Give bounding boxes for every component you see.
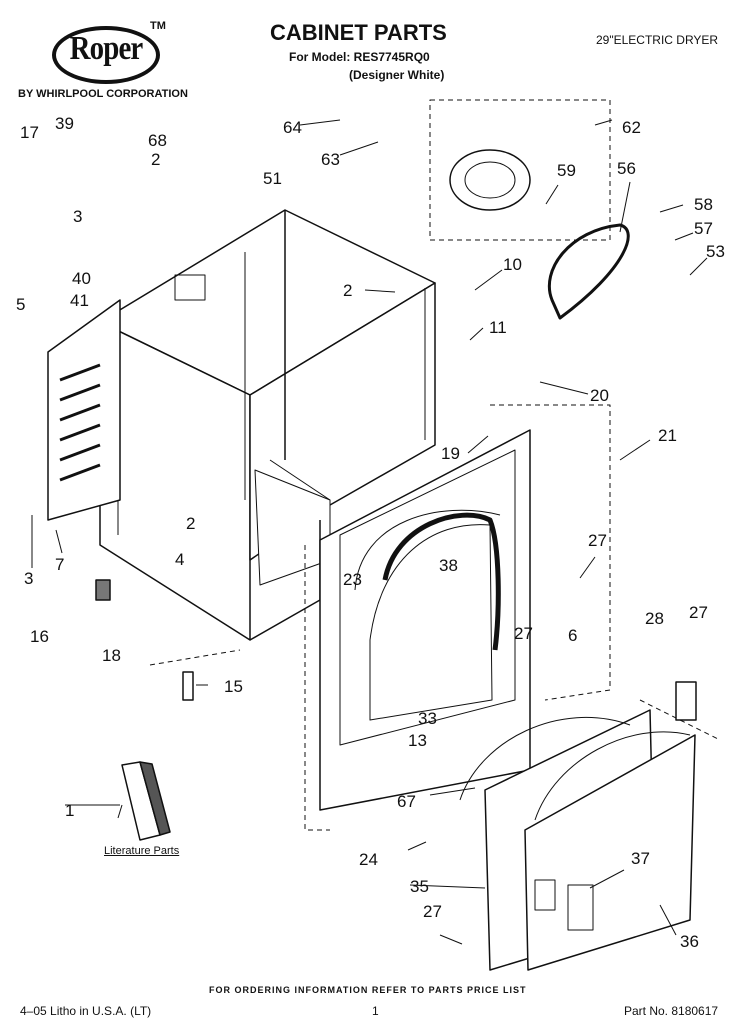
callout-36: 36 bbox=[680, 932, 699, 951]
callout-37: 37 bbox=[631, 849, 650, 868]
callout-7: 7 bbox=[55, 555, 65, 574]
callout-64: 64 bbox=[283, 118, 302, 137]
page-number: 1 bbox=[372, 1004, 379, 1018]
callout-39: 39 bbox=[55, 114, 74, 133]
callout-40: 40 bbox=[72, 269, 91, 288]
dashed-guides bbox=[149, 404, 721, 831]
callout-19: 19 bbox=[441, 444, 460, 463]
callout-38: 38 bbox=[439, 556, 458, 575]
leader-lines bbox=[31, 119, 708, 945]
callout-27: 27 bbox=[588, 531, 607, 550]
roper-logo-text: Roper bbox=[69, 30, 144, 67]
callout-4: 4 bbox=[175, 550, 185, 569]
callout-56: 56 bbox=[617, 159, 636, 178]
trademark-mark: TM bbox=[150, 20, 166, 32]
door-assembly bbox=[459, 709, 696, 971]
literature-booklet bbox=[121, 761, 171, 841]
callout-59: 59 bbox=[557, 161, 576, 180]
callout-18: 18 bbox=[102, 646, 121, 665]
callout-35: 35 bbox=[410, 877, 429, 896]
drive-belt bbox=[547, 223, 630, 320]
callout-2: 2 bbox=[151, 150, 161, 169]
callout-21: 21 bbox=[658, 426, 677, 445]
cabinet-body bbox=[99, 209, 436, 641]
leveling-leg bbox=[95, 579, 111, 601]
hinge bbox=[675, 681, 697, 721]
callout-57: 57 bbox=[694, 219, 713, 238]
literature-parts-label: Literature Parts bbox=[104, 845, 180, 857]
callout-20: 20 bbox=[590, 386, 609, 405]
callout-24: 24 bbox=[359, 850, 378, 869]
callout-33: 33 bbox=[418, 709, 437, 728]
callout-10: 10 bbox=[503, 255, 522, 274]
callout-1: 1 bbox=[65, 801, 75, 820]
model-color: (Designer White) bbox=[349, 68, 445, 82]
callout-3b: 3 bbox=[24, 569, 34, 588]
callout-16: 16 bbox=[30, 627, 49, 646]
callout-62: 62 bbox=[622, 118, 641, 137]
callout-51: 51 bbox=[263, 169, 282, 188]
callout-27c: 27 bbox=[689, 603, 708, 622]
callout-63: 63 bbox=[321, 150, 340, 169]
callout-3: 3 bbox=[73, 207, 83, 226]
callout-27d: 27 bbox=[423, 902, 442, 921]
rear-panel bbox=[47, 299, 121, 521]
callout-17: 17 bbox=[20, 123, 39, 142]
callout-67: 67 bbox=[397, 792, 416, 811]
model-number: For Model: RES7745RQ0 bbox=[289, 50, 430, 64]
callout-2b: 2 bbox=[343, 281, 353, 300]
callout-27b: 27 bbox=[514, 624, 533, 643]
roper-logo bbox=[52, 26, 160, 84]
strike bbox=[182, 671, 194, 701]
callout-58: 58 bbox=[694, 195, 713, 214]
product-type: 29"ELECTRIC DRYER bbox=[596, 33, 719, 47]
brand-byline: BY WHIRLPOOL CORPORATION bbox=[18, 88, 188, 100]
callout-68: 68 bbox=[148, 131, 167, 150]
litho-info: 4–05 Litho in U.S.A. (LT) bbox=[20, 1004, 152, 1018]
callout-41: 41 bbox=[70, 291, 89, 310]
callout-5: 5 bbox=[16, 295, 26, 314]
callout-6: 6 bbox=[568, 626, 578, 645]
part-number: Part No. 8180617 bbox=[624, 1004, 719, 1018]
drum-seal bbox=[382, 512, 501, 651]
callout-11: 11 bbox=[489, 318, 507, 337]
callout-15: 15 bbox=[224, 677, 243, 696]
callout-2c: 2 bbox=[186, 514, 196, 533]
callout-53: 53 bbox=[706, 242, 725, 261]
ordering-note: FOR ORDERING INFORMATION REFER TO PARTS … bbox=[209, 985, 527, 995]
callout-28: 28 bbox=[645, 609, 664, 628]
page-title: CABINET PARTS bbox=[270, 20, 447, 45]
callout-23: 23 bbox=[343, 570, 362, 589]
motor-assembly bbox=[429, 99, 611, 241]
callout-13: 13 bbox=[408, 731, 427, 750]
